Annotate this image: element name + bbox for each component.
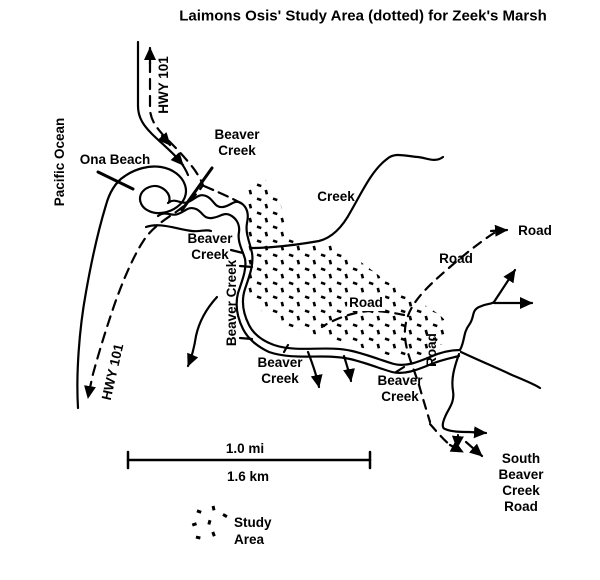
label-beaver-creek-mouth: Beaver Creek	[214, 127, 260, 158]
label-creek-north: Creek	[317, 189, 355, 205]
scale-kilometers-label: 1.6 km	[226, 469, 270, 485]
scale-miles-label: 1.0 mi	[225, 441, 265, 457]
northeast-roads	[458, 268, 542, 390]
map-title: Laimons Osis' Study Area (dotted) for Ze…	[179, 7, 547, 25]
label-south-beaver-creek-road: South Beaver Creek Road	[498, 451, 544, 514]
beaver-creek-channel-lines	[156, 194, 462, 374]
south-road-branch	[441, 352, 488, 449]
label-ona-beach: Ona Beach	[79, 152, 151, 168]
east-dashed-roads	[320, 231, 496, 458]
label-leader-lines	[96, 166, 406, 374]
coastline	[76, 165, 213, 410]
south-tributary-arrows	[306, 350, 355, 389]
estuary-dashed-road	[202, 184, 248, 208]
label-beaver-creek-southeast: Beaver Creek	[377, 373, 423, 404]
study-area-dotted-region	[246, 179, 449, 358]
hwy-101-dashed-route	[84, 46, 205, 400]
label-pacific-ocean: Pacific Ocean	[52, 117, 68, 207]
label-road-marsh: Road	[347, 295, 385, 311]
scale-bar	[126, 450, 372, 470]
label-beaver-creek-west: Beaver Creek	[187, 231, 233, 262]
road-east-arrow	[489, 224, 509, 237]
label-beaver-creek-channel: Beaver Creek	[224, 259, 240, 347]
label-beaver-creek-south: Beaver Creek	[257, 355, 303, 386]
label-road-northeast: Road	[439, 251, 473, 267]
west-tributary-arrow	[186, 295, 219, 368]
north-creek	[249, 153, 445, 250]
label-hwy-101-north: HWY 101	[156, 56, 172, 114]
legend-study-area-label: Study Area	[234, 515, 272, 547]
label-road-southbound: Road	[424, 333, 440, 367]
legend-dot-swatch	[191, 505, 228, 540]
estuary-south-shore	[144, 224, 213, 233]
label-road-east: Road	[518, 223, 552, 239]
